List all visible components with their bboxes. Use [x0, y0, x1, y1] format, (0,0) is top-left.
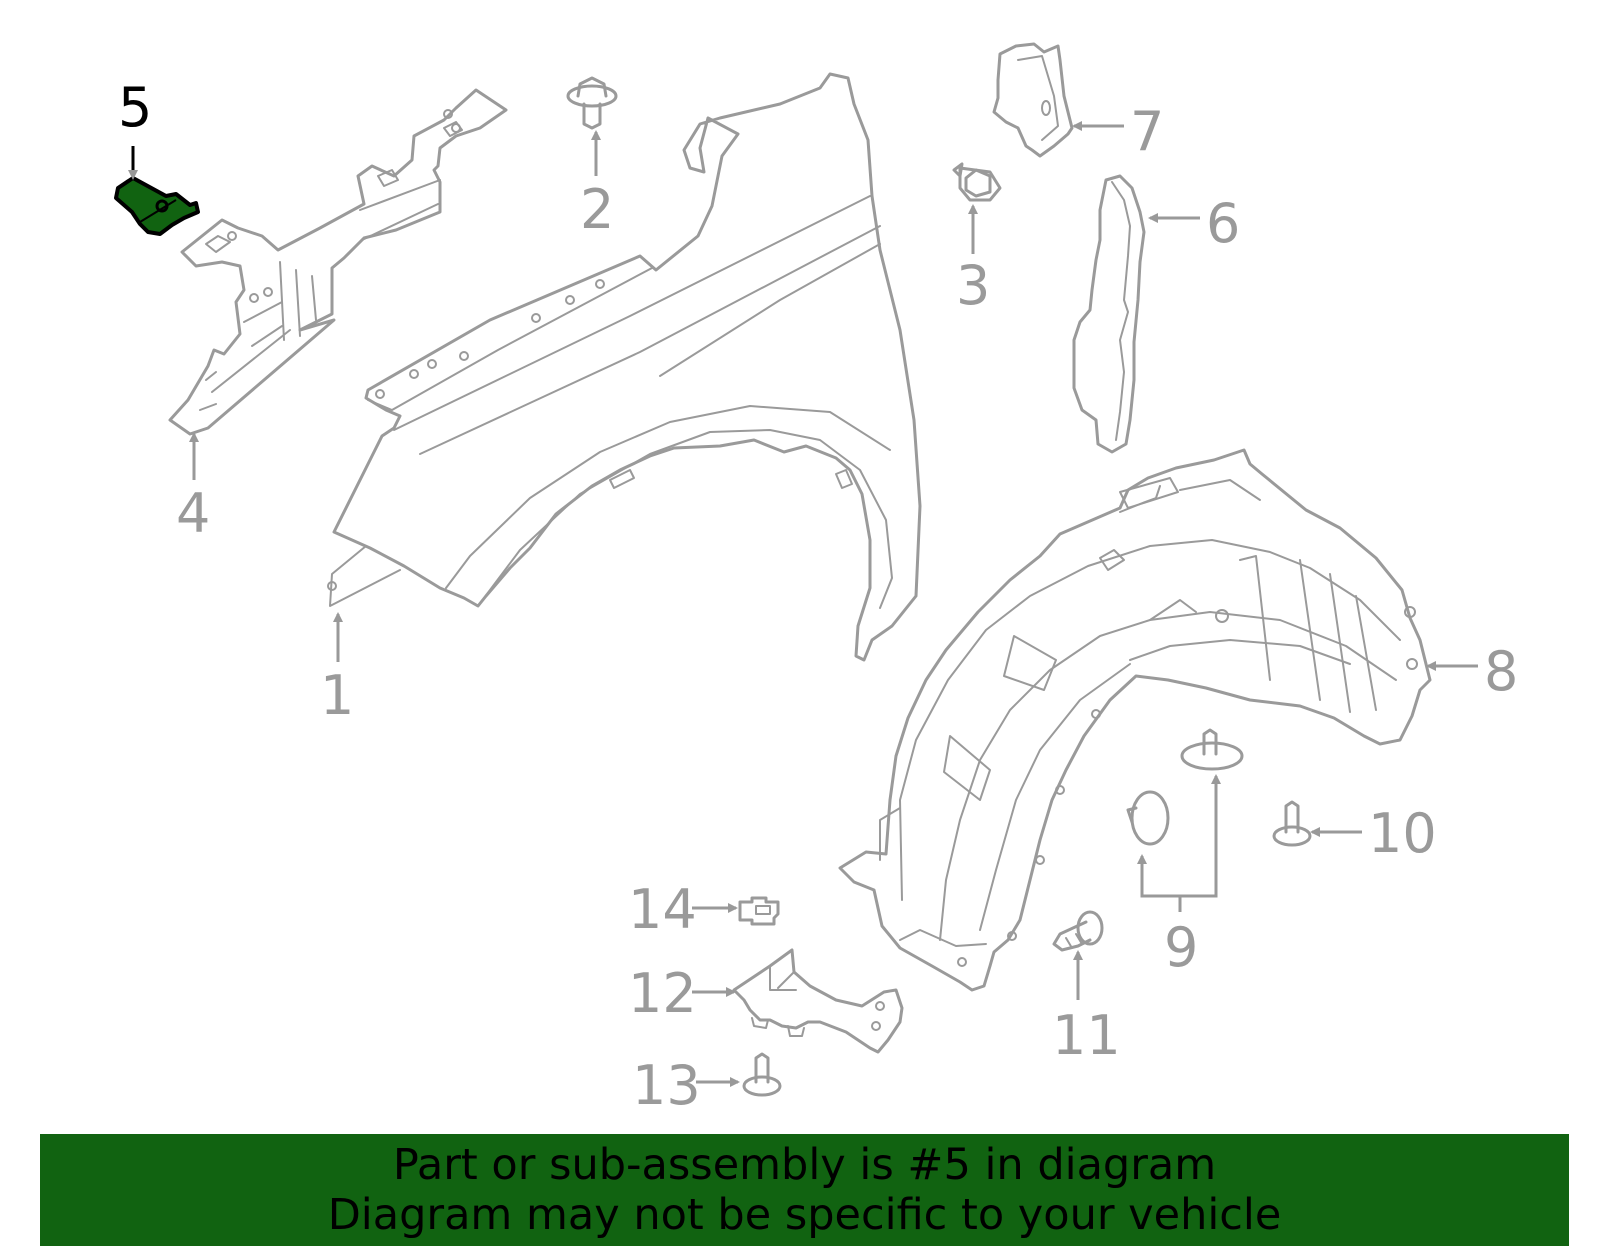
callout-11[interactable]: 11: [1052, 1004, 1121, 1067]
banner-line-disclaimer: Diagram may not be specific to your vehi…: [327, 1190, 1282, 1240]
part-14-clip[interactable]: [738, 896, 780, 926]
part-10-screw[interactable]: [1272, 800, 1312, 847]
part-8-fender-liner[interactable]: [838, 448, 1432, 992]
part-11-push-clip[interactable]: [1052, 910, 1104, 952]
part-3-bolt[interactable]: [952, 162, 1002, 202]
part-12-bracket[interactable]: [732, 948, 904, 1054]
callout-1[interactable]: 1: [320, 664, 354, 727]
part-13-screw[interactable]: [742, 1052, 782, 1097]
part-6-seal[interactable]: [1072, 174, 1146, 454]
leader-9b: [1180, 774, 1221, 898]
banner-line-part: Part or sub-assembly is #5 in diagram: [392, 1140, 1217, 1190]
callout-14[interactable]: 14: [628, 878, 697, 941]
leader-arrows: [128, 121, 1478, 1087]
callout-9[interactable]: 9: [1164, 916, 1198, 979]
part-4-apron-bracket[interactable]: [168, 88, 508, 436]
callout-4[interactable]: 4: [176, 482, 210, 545]
leader-9a: [1137, 854, 1182, 912]
callout-2[interactable]: 2: [580, 178, 614, 241]
callout-8[interactable]: 8: [1484, 640, 1518, 703]
callout-12[interactable]: 12: [628, 962, 697, 1025]
part-1-fender[interactable]: [327, 72, 922, 662]
callout-13[interactable]: 13: [632, 1054, 701, 1117]
part-5-bracket[interactable]: [114, 176, 200, 236]
part-9-clip[interactable]: [1126, 728, 1244, 846]
callout-10[interactable]: 10: [1368, 802, 1437, 865]
callout-labels: 5 1 2 3 4 6 7 8 9 10 11 12 13 14: [118, 76, 1518, 1117]
info-banner: Part or sub-assembly is #5 in diagram Di…: [40, 1134, 1569, 1246]
part-2-bolt[interactable]: [566, 76, 618, 130]
callout-7[interactable]: 7: [1130, 100, 1164, 163]
callout-6[interactable]: 6: [1206, 192, 1240, 255]
callout-3[interactable]: 3: [956, 254, 990, 317]
part-7-bracket[interactable]: [992, 42, 1074, 158]
callout-5[interactable]: 5: [118, 76, 152, 139]
